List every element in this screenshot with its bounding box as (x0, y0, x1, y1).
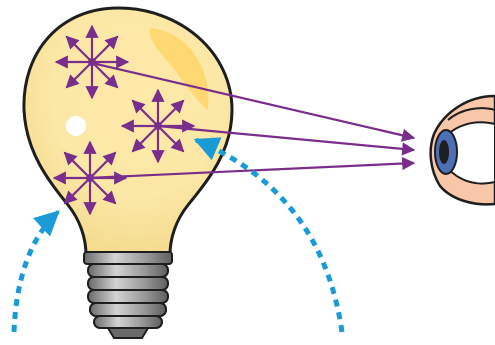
bulb-glass (24, 8, 232, 255)
bulb-screw-base (88, 264, 168, 338)
star-center (88, 58, 96, 66)
bulb-glint (66, 116, 86, 136)
dashed-arrow-left (14, 212, 58, 332)
light-source-star-icon-1 (56, 26, 128, 98)
eye-pupil (439, 140, 449, 164)
eye-icon (431, 96, 495, 204)
bulb-collar (84, 252, 172, 264)
